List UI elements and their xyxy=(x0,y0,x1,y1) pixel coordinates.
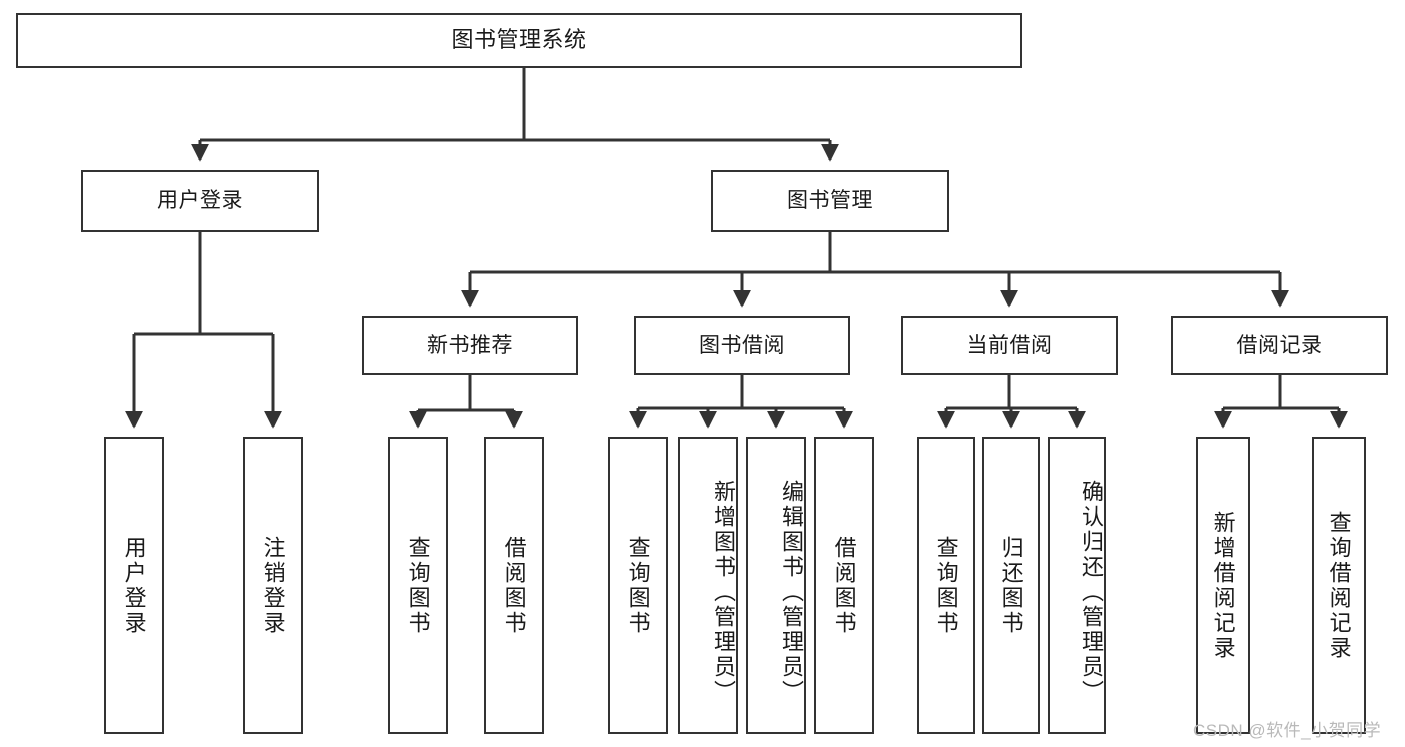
leaf-confirm-return-admin[interactable]: 确认归还（管理员） xyxy=(1048,437,1106,734)
node-current-borrow-label: 当前借阅 xyxy=(966,333,1053,357)
leaf-label: 新增借阅记录 xyxy=(1210,510,1236,661)
node-book-management[interactable]: 图书管理 xyxy=(711,170,949,232)
leaf-label: 查询借阅记录 xyxy=(1326,510,1352,661)
node-new-book-recommend[interactable]: 新书推荐 xyxy=(362,316,578,375)
node-borrow-record[interactable]: 借阅记录 xyxy=(1171,316,1388,375)
leaf-borrow-book-bb[interactable]: 借阅图书 xyxy=(814,437,874,734)
node-root-label: 图书管理系统 xyxy=(451,27,587,53)
leaf-label: 查询图书 xyxy=(933,535,959,636)
leaf-user-login[interactable]: 用户登录 xyxy=(104,437,164,734)
leaf-label: 用户登录 xyxy=(121,535,147,636)
leaf-logout[interactable]: 注销登录 xyxy=(243,437,303,734)
node-user-login[interactable]: 用户登录 xyxy=(81,170,319,232)
leaf-label: 查询图书 xyxy=(625,535,651,636)
leaf-label: 借阅图书 xyxy=(831,535,857,636)
node-current-borrow[interactable]: 当前借阅 xyxy=(901,316,1118,375)
leaf-label: 新增图书（管理员） xyxy=(711,480,736,705)
leaf-add-book-admin[interactable]: 新增图书（管理员） xyxy=(678,437,738,734)
leaf-label: 借阅图书 xyxy=(501,535,527,636)
leaf-query-book-cb[interactable]: 查询图书 xyxy=(917,437,975,734)
node-book-borrow[interactable]: 图书借阅 xyxy=(634,316,850,375)
leaf-label: 归还图书 xyxy=(998,535,1024,636)
leaf-query-book-nbr[interactable]: 查询图书 xyxy=(388,437,448,734)
node-new-book-recommend-label: 新书推荐 xyxy=(427,333,513,357)
node-book-management-label: 图书管理 xyxy=(787,189,873,213)
leaf-label: 编辑图书（管理员） xyxy=(779,480,804,705)
leaf-query-borrow-record[interactable]: 查询借阅记录 xyxy=(1312,437,1366,734)
leaf-add-borrow-record[interactable]: 新增借阅记录 xyxy=(1196,437,1250,734)
csdn-watermark: CSDN @软件_小贺同学 xyxy=(1193,721,1382,740)
leaf-borrow-book-nbr[interactable]: 借阅图书 xyxy=(484,437,544,734)
node-root-system[interactable]: 图书管理系统 xyxy=(16,13,1022,68)
node-book-borrow-label: 图书借阅 xyxy=(699,333,785,357)
leaf-return-book[interactable]: 归还图书 xyxy=(982,437,1040,734)
leaf-edit-book-admin[interactable]: 编辑图书（管理员） xyxy=(746,437,806,734)
leaf-label: 查询图书 xyxy=(405,535,431,636)
node-user-login-label: 用户登录 xyxy=(157,189,243,213)
leaf-label: 确认归还（管理员） xyxy=(1079,480,1104,705)
node-borrow-record-label: 借阅记录 xyxy=(1236,333,1323,357)
leaf-label: 注销登录 xyxy=(260,535,286,636)
leaf-query-book-bb[interactable]: 查询图书 xyxy=(608,437,668,734)
